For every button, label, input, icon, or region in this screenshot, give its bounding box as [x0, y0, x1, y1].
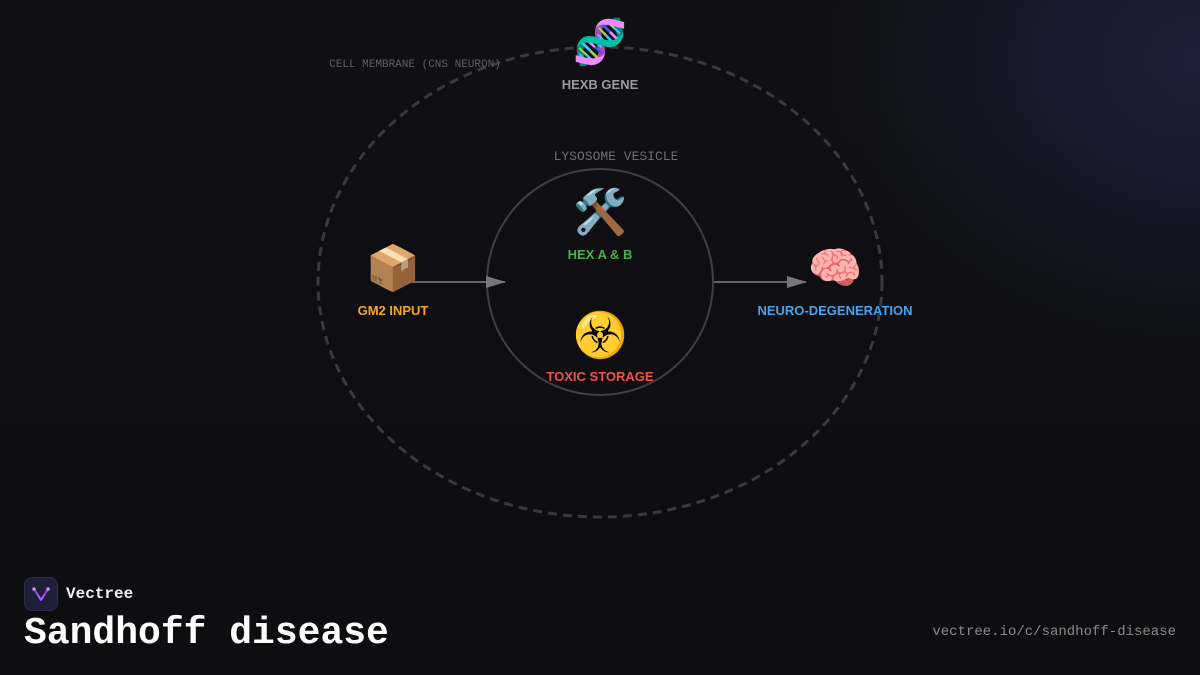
vectree-logo-mark [32, 587, 50, 601]
page-title: Sandhoff disease [24, 612, 389, 655]
biohazard-icon: ☣️ [573, 310, 628, 361]
gene-node: 🧬 HEXB GENE [562, 15, 639, 92]
input-node: 📦 GM2 INPUT [358, 243, 429, 318]
storage-label: TOXIC STORAGE [546, 369, 653, 384]
lysosome-vesicle-label: LYSOSOME VESICLE [554, 149, 679, 164]
input-label: GM2 INPUT [358, 303, 429, 318]
outcome-label: NEURO-DEGENERATION [757, 303, 912, 318]
cell-membrane-label: CELL MEMBRANE (CNS NEURON) [329, 59, 501, 71]
gene-label: HEXB GENE [562, 77, 639, 92]
page-url: vectree.io/c/sandhoff-disease [932, 624, 1176, 640]
enzyme-label: HEX A & B [568, 247, 633, 262]
brand: Vectree [24, 577, 133, 611]
package-icon: 📦 [366, 243, 421, 294]
enzyme-node: 🛠️ HEX A & B [568, 185, 633, 262]
vectree-logo-icon [24, 577, 58, 611]
tools-icon: 🛠️ [573, 185, 628, 238]
brand-name: Vectree [66, 585, 134, 603]
cell-membrane [316, 45, 884, 519]
dna-icon: 🧬 [573, 15, 628, 68]
outcome-node: 🧠 NEURO-DEGENERATION [757, 243, 912, 318]
storage-node: ☣️ TOXIC STORAGE [546, 310, 653, 384]
brain-icon: 🧠 [808, 243, 863, 294]
